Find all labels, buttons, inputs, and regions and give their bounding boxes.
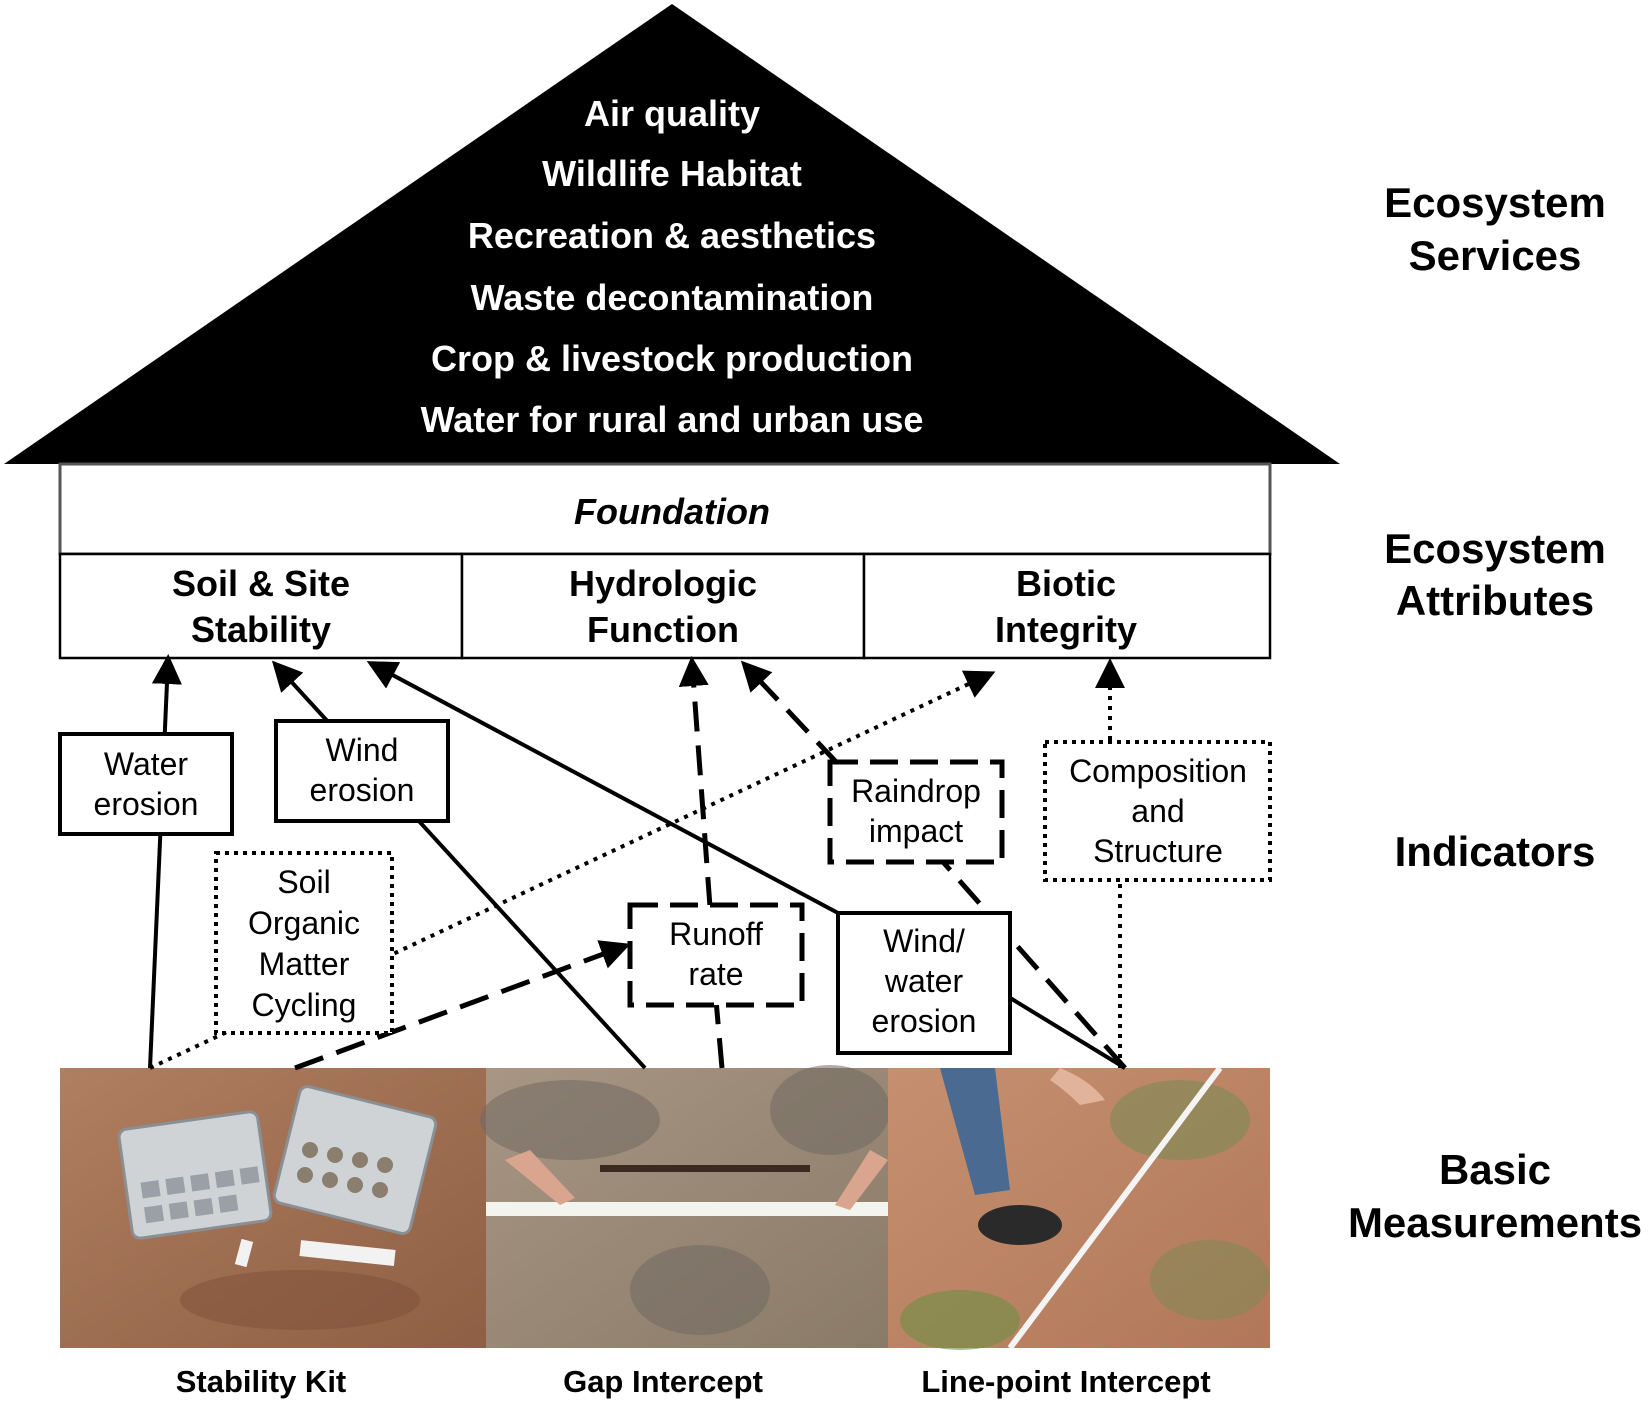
level-attributes-line2: Attributes [1396,577,1594,624]
svg-text:Wind: Wind [326,732,399,768]
indicator-water-erosion: Water erosion [58,732,234,836]
indicator-runoff-rate: Runoff rate [627,902,805,1008]
svg-text:Composition: Composition [1069,753,1247,789]
level-indicators: Indicators [1395,828,1596,875]
service-1: Air quality [584,93,760,134]
caption-gap-intercept: Gap Intercept [563,1364,763,1399]
svg-text:erosion: erosion [94,786,199,822]
level-measurements-line1: Basic [1439,1146,1551,1193]
photo-stability-kit [60,1068,486,1348]
photo-gap-intercept [480,1065,890,1348]
attribute-hydrologic-line1: Hydrologic [569,563,757,604]
svg-text:Structure: Structure [1093,833,1223,869]
level-measurements-line2: Measurements [1348,1199,1642,1246]
indicator-wind-water-erosion: Wind/ water erosion [836,911,1012,1055]
service-5: Crop & livestock production [431,338,913,379]
svg-text:Wind/: Wind/ [883,923,965,959]
indicator-raindrop-impact: Raindrop impact [827,759,1005,865]
svg-text:Organic: Organic [248,905,360,941]
svg-text:Water: Water [104,746,189,782]
services-list: Air quality Wildlife Habitat Recreation … [421,93,924,440]
level-services-line1: Ecosystem [1384,179,1606,226]
connector-raindrop-hydrologic [740,660,840,766]
svg-text:impact: impact [869,813,963,849]
service-2: Wildlife Habitat [542,153,802,194]
indicator-soil-organic-matter: Soil Organic Matter Cycling [214,851,394,1035]
svg-text:erosion: erosion [310,772,415,808]
svg-text:Runoff: Runoff [669,916,763,952]
svg-text:water: water [884,963,964,999]
service-6: Water for rural and urban use [421,399,924,440]
connector-runoff-hydrologic [678,656,713,908]
connector-stability-biotic [149,670,996,1070]
indicator-composition-structure: Composition and Structure [1043,740,1272,882]
attribute-box-hydrologic [460,552,866,660]
attribute-soil-line2: Stability [191,609,331,650]
connector-lpi-wind-water [1000,991,1127,1070]
attribute-box-soil [58,552,464,660]
connector-lpi-raindrop [941,860,1127,1070]
svg-text:Raindrop: Raindrop [851,773,981,809]
caption-stability-kit: Stability Kit [176,1364,347,1399]
service-3: Recreation & aesthetics [468,215,876,256]
connector-gap-runoff [713,999,725,1069]
attribute-hydrologic-line2: Function [587,609,739,650]
roof-triangle [4,4,1340,464]
attribute-soil-line1: Soil & Site [172,563,350,604]
svg-text:erosion: erosion [872,1003,977,1039]
connector-wind-water-soil [366,661,839,915]
caption-line-point-intercept: Line-point Intercept [921,1364,1210,1399]
foundation-box [58,462,1272,556]
photo-line-point-intercept [888,1066,1270,1350]
attribute-biotic-line1: Biotic [1016,563,1116,604]
svg-text:and: and [1131,793,1184,829]
svg-text:Matter: Matter [259,946,350,982]
foundation-label: Foundation [574,491,770,532]
level-attributes-line1: Ecosystem [1384,525,1606,572]
service-4: Waste decontamination [471,277,874,318]
svg-text:Soil: Soil [277,864,330,900]
svg-text:Cycling: Cycling [252,987,357,1023]
connector-stability-runoff [294,940,631,1071]
connector-stability-water-erosion [148,654,182,1069]
attribute-box-biotic [862,552,1272,660]
svg-text:rate: rate [688,956,743,992]
level-services-line2: Services [1409,232,1582,279]
indicator-wind-erosion: Wind erosion [274,719,450,823]
attribute-biotic-line2: Integrity [995,609,1137,650]
